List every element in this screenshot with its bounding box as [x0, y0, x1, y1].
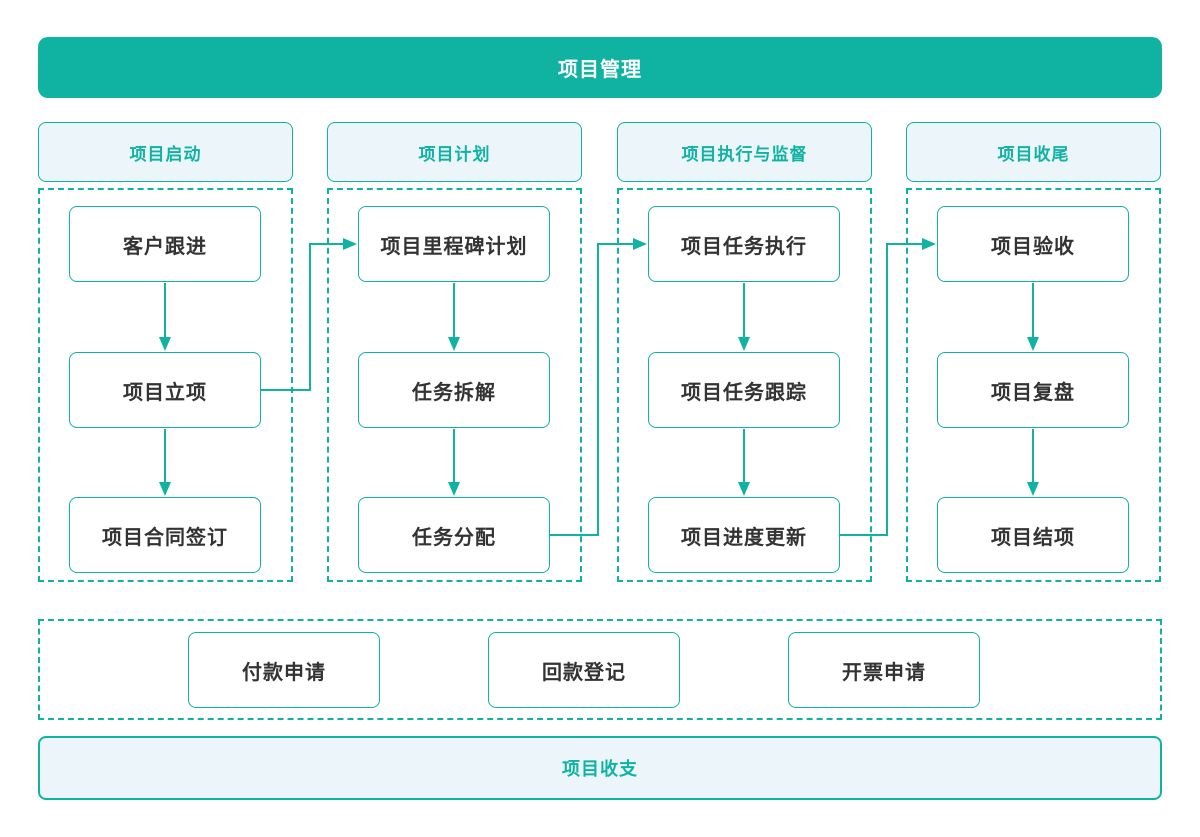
- step-label: 项目立项: [123, 381, 207, 404]
- phase-header-initiation: 项目启动: [38, 122, 293, 182]
- phase-header-execution: 项目执行与监督: [617, 122, 872, 182]
- step-label: 项目复盘: [991, 381, 1075, 404]
- step-task-assignment: 任务分配: [358, 497, 550, 573]
- step-label: 项目任务跟踪: [681, 381, 807, 404]
- phase-header-planning: 项目计划: [327, 122, 582, 182]
- phase-header-closing: 项目收尾: [906, 122, 1161, 182]
- step-label: 项目里程碑计划: [380, 235, 528, 258]
- step-label: 任务拆解: [412, 381, 496, 404]
- phase-header-label: 项目启动: [129, 144, 202, 164]
- step-project-closure: 项目结项: [937, 497, 1129, 573]
- finance-container: [38, 619, 1162, 720]
- phase-header-label: 项目收尾: [997, 144, 1070, 164]
- step-task-breakdown: 任务拆解: [358, 352, 550, 428]
- step-task-execution: 项目任务执行: [648, 206, 840, 282]
- step-label: 回款登记: [542, 661, 626, 684]
- step-project-acceptance: 项目验收: [937, 206, 1129, 282]
- step-label: 项目验收: [991, 235, 1075, 258]
- step-invoice-request: 开票申请: [788, 632, 980, 708]
- step-label: 任务分配: [412, 526, 496, 549]
- finance-footer-banner: 项目收支: [38, 736, 1162, 800]
- step-project-approval: 项目立项: [69, 352, 261, 428]
- step-label: 客户跟进: [123, 235, 207, 258]
- step-label: 项目任务执行: [681, 235, 807, 258]
- step-progress-update: 项目进度更新: [648, 497, 840, 573]
- step-contract-signing: 项目合同签订: [69, 497, 261, 573]
- step-task-tracking: 项目任务跟踪: [648, 352, 840, 428]
- step-label: 付款申请: [242, 661, 326, 684]
- phase-header-label: 项目执行与监督: [681, 144, 808, 164]
- step-customer-followup: 客户跟进: [69, 206, 261, 282]
- step-label: 开票申请: [842, 661, 926, 684]
- step-collection-registration: 回款登记: [488, 632, 680, 708]
- phase-header-label: 项目计划: [418, 144, 491, 164]
- step-project-review: 项目复盘: [937, 352, 1129, 428]
- finance-footer-label: 项目收支: [562, 759, 638, 779]
- flow-title-banner: 项目管理: [38, 37, 1162, 98]
- flow-title: 项目管理: [558, 59, 642, 81]
- step-payment-request: 付款申请: [188, 632, 380, 708]
- step-label: 项目合同签订: [102, 526, 228, 549]
- step-label: 项目进度更新: [681, 526, 807, 549]
- step-milestone-plan: 项目里程碑计划: [358, 206, 550, 282]
- step-label: 项目结项: [991, 526, 1075, 549]
